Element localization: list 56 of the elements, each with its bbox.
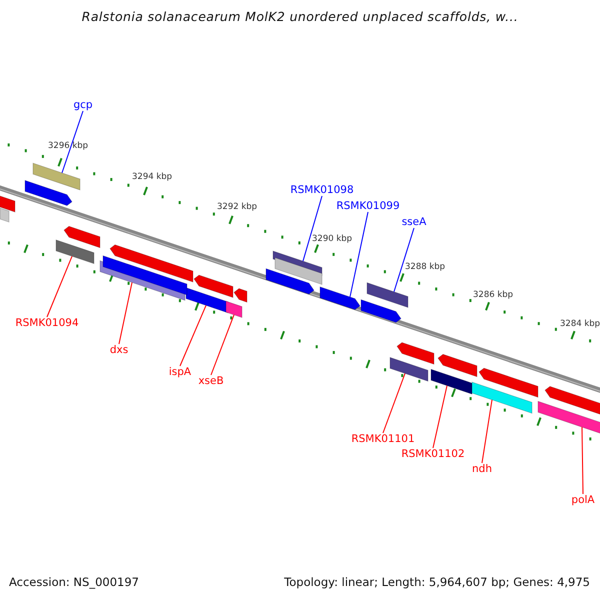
gene-block xyxy=(274,257,322,285)
gene-block xyxy=(430,368,472,394)
gene-label: dxs xyxy=(110,344,128,356)
gene-block xyxy=(360,299,402,323)
leader-line xyxy=(302,196,322,262)
gene-block xyxy=(24,180,72,206)
position-label: 3288 kbp xyxy=(405,262,446,272)
leader-line xyxy=(350,212,368,298)
gene-label: RSMK01101 xyxy=(351,433,415,445)
leader-line xyxy=(482,399,492,464)
leader-line xyxy=(118,282,132,344)
gene-block xyxy=(194,274,234,298)
gene-block xyxy=(472,382,532,414)
gene-block xyxy=(226,300,242,318)
gene-label: ispA xyxy=(168,366,192,378)
footer-text: Accession: NS_000197 xyxy=(9,575,139,589)
gene-label: ndh xyxy=(472,463,492,475)
position-label: 3292 kbp xyxy=(217,202,258,212)
gene-block xyxy=(396,342,434,365)
gene-block xyxy=(438,354,478,378)
gene-label: RSMK01099 xyxy=(336,200,400,212)
gene-block xyxy=(478,368,538,398)
gene-block xyxy=(186,287,228,314)
gene-block xyxy=(0,194,16,212)
gene-label: xseB xyxy=(198,375,224,387)
gene-block xyxy=(102,255,188,296)
position-label: 3286 kbp xyxy=(473,290,514,300)
gene-block xyxy=(56,239,94,264)
title: Ralstonia solanacearum MolK2 unordered unplaced scaffolds, w... xyxy=(82,9,518,24)
gene-block xyxy=(266,268,314,294)
leader-line xyxy=(180,304,206,366)
gene-label: RSMK01098 xyxy=(290,184,354,196)
gene-label: gcp xyxy=(73,99,93,111)
position-label: 3294 kbp xyxy=(132,172,172,182)
gene-label: polA xyxy=(571,494,595,506)
position-label: 3296 kbp xyxy=(48,141,88,151)
position-label: 3284 kbp xyxy=(560,319,600,329)
gene-block xyxy=(32,162,80,190)
gene-block xyxy=(320,286,360,310)
gene-block xyxy=(390,357,428,382)
gene-label: sseA xyxy=(402,216,426,228)
gene-block xyxy=(366,282,408,308)
footer-text: Topology: linear; Length: 5,964,607 bp; Genes: 4,975 xyxy=(284,575,590,589)
position-label: 3290 kbp xyxy=(312,234,352,244)
leader-line xyxy=(394,228,414,292)
leader-line xyxy=(210,314,234,376)
gene-block xyxy=(0,208,10,222)
leader-line xyxy=(382,372,406,434)
leader-line xyxy=(62,110,84,174)
gene-block xyxy=(64,226,100,248)
gene-block xyxy=(234,288,248,303)
gene-label: RSMK01094 xyxy=(15,317,79,329)
gene-label: RSMK01102 xyxy=(401,448,465,460)
leader-line xyxy=(432,385,448,448)
leader-line xyxy=(582,426,584,494)
gene-block xyxy=(110,244,194,282)
